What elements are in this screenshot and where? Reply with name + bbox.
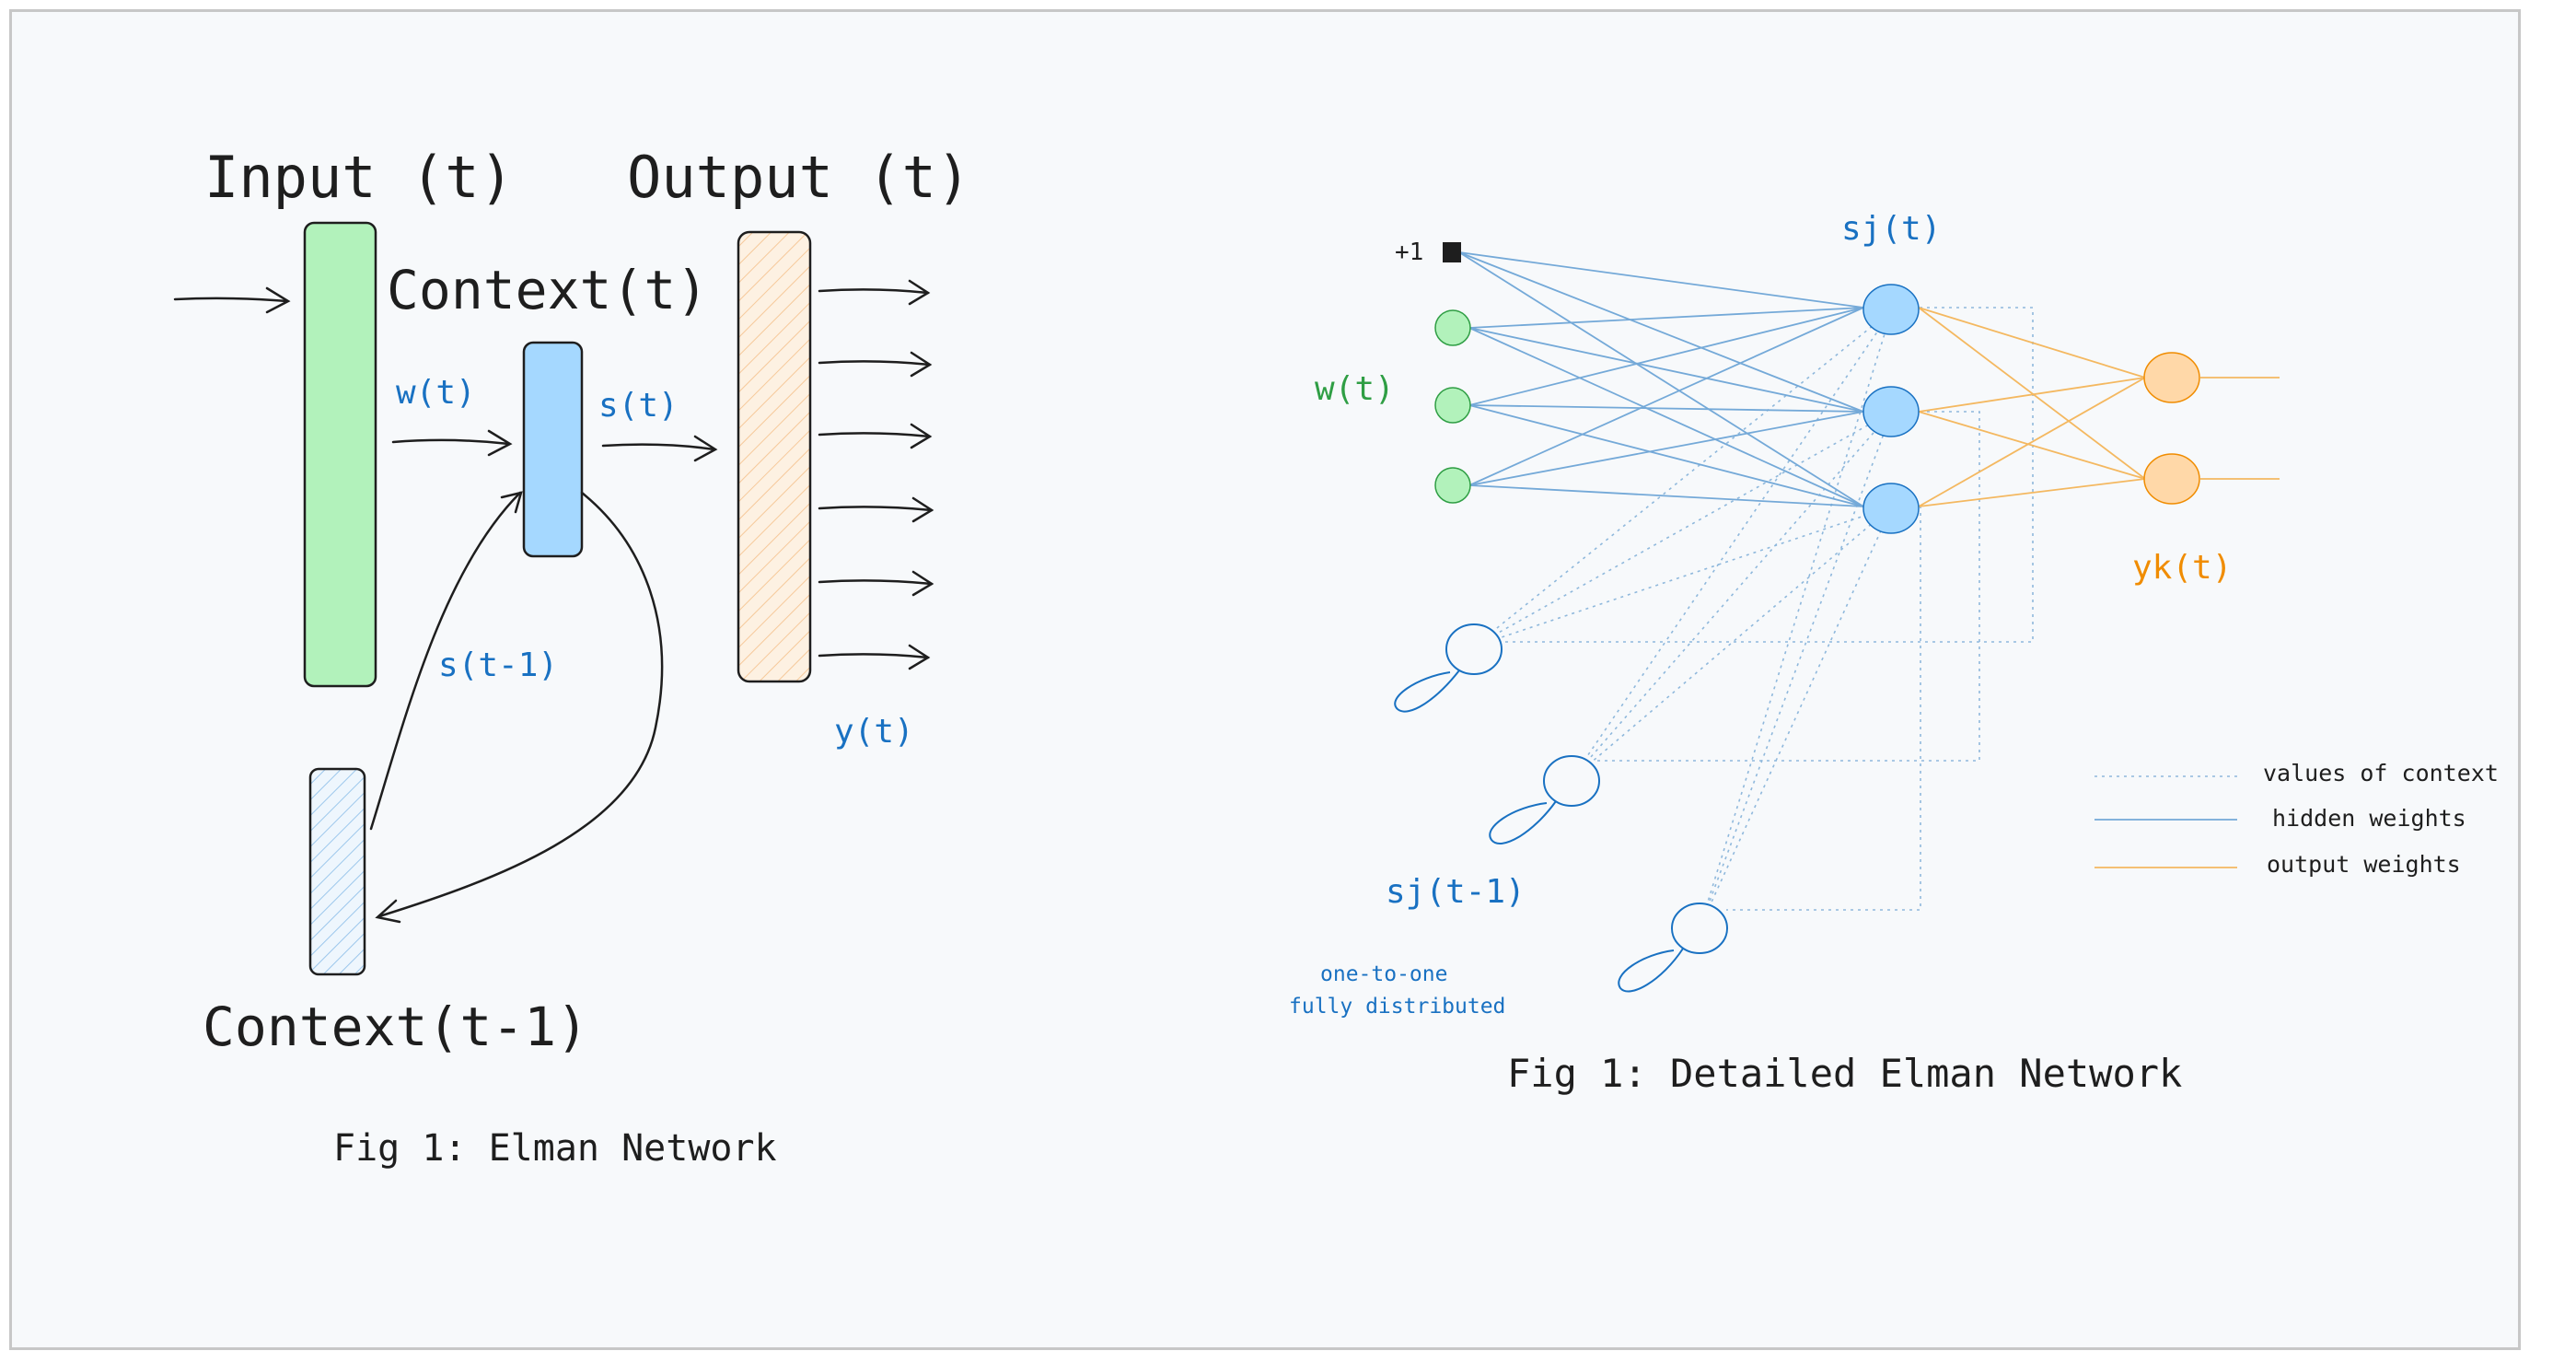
right-caption: Fig 1: Detailed Elman Network <box>1507 1051 2182 1096</box>
input-layer-box <box>303 221 377 688</box>
context-prev-label: Context(t-1) <box>203 996 588 1058</box>
input-label: Input (t) <box>204 144 514 211</box>
output-label: Output (t) <box>627 144 970 211</box>
input-arrow <box>173 286 291 314</box>
legend-hidden-label: hidden weights <box>2272 805 2466 832</box>
context-feedback-arrow <box>369 491 523 831</box>
context-label-detailed: sj(t-1) <box>1386 873 1526 911</box>
output-weight-lines <box>1918 307 2280 507</box>
output-node <box>2143 352 2200 403</box>
w-arrow <box>391 429 513 457</box>
w-label: w(t) <box>396 374 476 412</box>
hidden-node <box>1862 483 1920 534</box>
hidden-node <box>1862 284 1920 335</box>
left-caption: Fig 1: Elman Network <box>333 1127 777 1170</box>
bias-unit <box>1443 242 1461 262</box>
y-label: y(t) <box>834 713 914 751</box>
context-value-lines <box>1473 307 2034 929</box>
output-arrows <box>818 279 934 670</box>
copy-arrow <box>375 491 664 924</box>
context-prev-box <box>308 767 366 976</box>
input-node <box>1434 387 1471 424</box>
output-node <box>2143 453 2200 505</box>
elman-network-figure: Input (t) Output (t) Context(t) Context(… <box>173 144 970 1170</box>
hidden-weight-lines <box>1458 251 1864 507</box>
w-label-detailed: w(t) <box>1315 370 1395 408</box>
context-label: Context(t) <box>387 259 708 321</box>
output-label-detailed: yk(t) <box>2132 549 2232 587</box>
detailed-elman-figure: values of context hidden weights output … <box>1289 210 2499 1096</box>
legend: values of context hidden weights output … <box>2094 760 2499 878</box>
input-node <box>1434 309 1471 346</box>
hidden-label-detailed: sj(t) <box>1841 210 1941 248</box>
s-arrow <box>601 435 718 462</box>
s-prev-label: s(t-1) <box>438 646 558 684</box>
input-node <box>1434 467 1471 504</box>
context-node <box>1618 903 1728 993</box>
context-node <box>1394 623 1503 713</box>
note-fully-distributed: fully distributed <box>1289 995 1505 1019</box>
output-layer-box <box>737 230 812 683</box>
legend-output-label: output weights <box>2267 851 2461 878</box>
context-node <box>1489 755 1600 844</box>
hidden-layer-box <box>522 341 584 558</box>
s-label: s(t) <box>598 387 679 425</box>
canvas-frame <box>9 9 2521 1350</box>
note-one-to-one: one-to-one <box>1320 962 1447 986</box>
hidden-node <box>1862 386 1920 437</box>
bias-label: +1 <box>1395 239 1423 266</box>
legend-context-label: values of context <box>2263 760 2499 786</box>
